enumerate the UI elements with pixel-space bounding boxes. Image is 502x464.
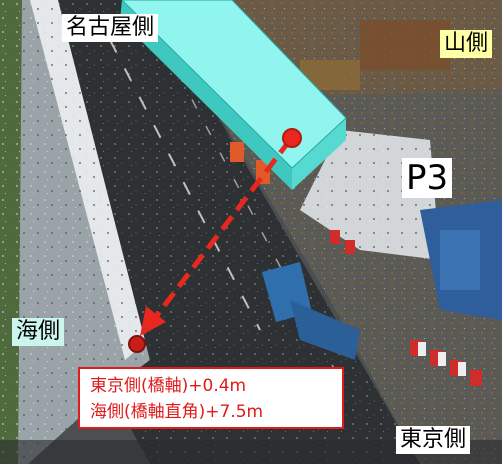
label-nagoya-side: 名古屋側 [62,14,159,42]
displacement-callout: 東京側(橋軸)+0.4m 海側(橋軸直角)+7.5m [78,367,344,429]
label-mountain-side: 山側 [440,30,493,58]
label-sea-side: 海側 [12,318,65,346]
displacement-arrow [128,128,302,353]
callout-line-tokyo: 東京側(橋軸)+0.4m [90,376,247,396]
callout-line-sea: 海側(橋軸直角)+7.5m [90,402,264,422]
label-pier-p3: P3 [402,158,453,198]
bridge-girder-model [120,0,347,190]
label-tokyo-side: 東京側 [396,426,471,454]
bearing-block [230,142,244,162]
